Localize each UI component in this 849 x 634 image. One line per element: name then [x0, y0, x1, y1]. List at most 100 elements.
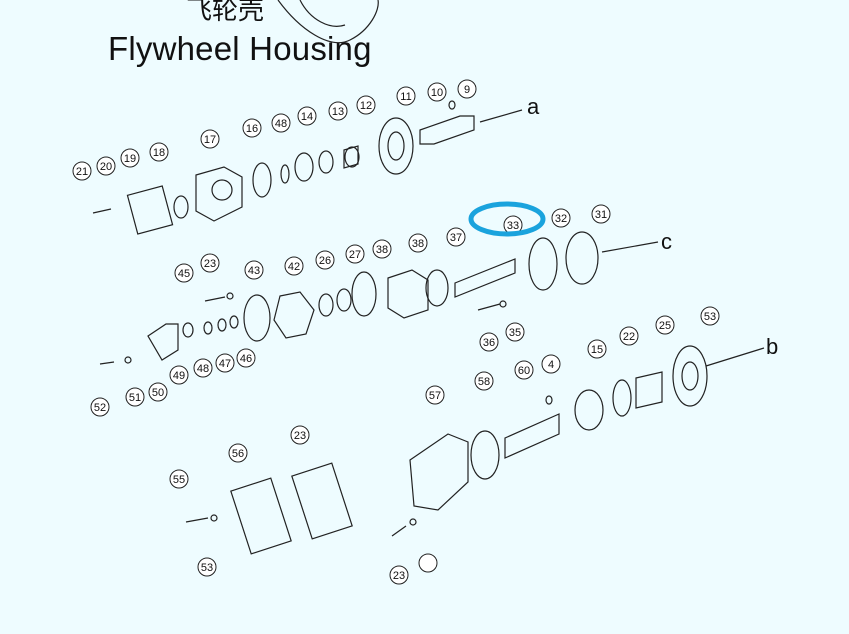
callout-58: 58 — [474, 371, 494, 391]
callout-33: 33 — [503, 215, 523, 235]
callout-15: 22 — [619, 326, 639, 346]
svg-text:42: 42 — [288, 261, 300, 273]
leader-c — [601, 241, 659, 253]
callout-14: 14 — [297, 106, 317, 126]
svg-text:32: 32 — [555, 213, 567, 225]
svg-text:56: 56 — [232, 448, 244, 460]
callout-16: 16 — [242, 118, 262, 138]
svg-text:57: 57 — [429, 390, 441, 402]
callout-60: 4 — [541, 354, 561, 374]
leader-a — [479, 109, 523, 123]
svg-text:26: 26 — [319, 255, 331, 267]
svg-text:53: 53 — [201, 562, 213, 574]
callout-31: 31 — [591, 204, 611, 224]
callout-20: 20 — [96, 156, 116, 176]
highlight-ring — [468, 201, 546, 237]
callout-36: 36 — [479, 332, 499, 352]
callout-19: 19 — [120, 148, 140, 168]
callout-21: 21 — [72, 161, 92, 181]
callout-46: 46 — [236, 348, 256, 368]
svg-text:48: 48 — [197, 363, 209, 375]
callout-25: 53 — [700, 306, 720, 326]
svg-text:16: 16 — [246, 123, 258, 135]
svg-text:46: 46 — [240, 353, 252, 365]
callout-53: 55 — [169, 469, 189, 489]
svg-text:27: 27 — [349, 249, 361, 261]
svg-text:53: 53 — [704, 311, 716, 323]
callout-13: 13 — [328, 101, 348, 121]
callout-55: 56 — [228, 443, 248, 463]
svg-text:23: 23 — [393, 570, 405, 582]
svg-text:50: 50 — [152, 387, 164, 399]
callout-49: 49 — [169, 365, 189, 385]
shaft-label-a: a — [527, 94, 540, 119]
svg-text:60: 60 — [518, 365, 530, 377]
svg-text:37: 37 — [450, 232, 462, 244]
callout-57: 57 — [425, 385, 445, 405]
svg-text:14: 14 — [301, 111, 313, 123]
callout-38: 38 — [372, 239, 392, 259]
svg-text:55: 55 — [173, 474, 185, 486]
callout-23b: 53 — [197, 557, 217, 577]
callout-32: 32 — [551, 208, 571, 228]
svg-text:23: 23 — [294, 430, 306, 442]
callout-23c — [418, 553, 438, 573]
callout-17: 17 — [200, 129, 220, 149]
leader-b — [705, 347, 765, 367]
title-chinese: 飞轮壳 — [186, 0, 265, 26]
svg-text:12: 12 — [360, 100, 372, 112]
callout-35: 35 — [505, 322, 525, 342]
callout-45: 45 — [174, 263, 194, 283]
svg-text:4: 4 — [548, 359, 554, 371]
svg-text:48: 48 — [275, 118, 287, 130]
svg-text:51: 51 — [129, 392, 141, 404]
svg-text:17: 17 — [204, 134, 216, 146]
callout-23: 23 — [200, 253, 220, 273]
svg-text:22: 22 — [623, 331, 635, 343]
parts-row-a — [92, 100, 475, 235]
callout-38b: 38 — [408, 233, 428, 253]
callout-42: 42 — [284, 256, 304, 276]
svg-text:19: 19 — [124, 153, 136, 165]
svg-text:13: 13 — [332, 106, 344, 118]
housing-outline-inner — [299, 0, 346, 27]
callout-22: 25 — [655, 315, 675, 335]
svg-text:9: 9 — [464, 84, 470, 96]
svg-text:15: 15 — [591, 344, 603, 356]
callout-43: 43 — [244, 260, 264, 280]
svg-text:47: 47 — [219, 358, 231, 370]
callout-50: 50 — [148, 382, 168, 402]
callout-47: 47 — [215, 353, 235, 373]
svg-text:11: 11 — [400, 91, 411, 103]
svg-text:33: 33 — [507, 220, 519, 232]
svg-text:38: 38 — [376, 244, 388, 256]
svg-text:45: 45 — [178, 268, 190, 280]
callout-18: 18 — [149, 142, 169, 162]
callout-48b: 48 — [193, 358, 213, 378]
svg-text:36: 36 — [483, 337, 495, 349]
callout-53b: 23 — [389, 565, 409, 585]
svg-text:43: 43 — [248, 265, 260, 277]
svg-text:31: 31 — [595, 209, 607, 221]
callout-58b: 60 — [514, 360, 534, 380]
svg-text:49: 49 — [173, 370, 185, 382]
svg-text:20: 20 — [100, 161, 112, 173]
callout-9: 9 — [457, 79, 477, 99]
parts-row-c — [147, 231, 599, 361]
callout-51: 51 — [125, 387, 145, 407]
shaft-label-b: b — [766, 334, 778, 359]
callout-52: 52 — [90, 397, 110, 417]
callout-56: 23 — [290, 425, 310, 445]
svg-text:52: 52 — [94, 402, 106, 414]
callout-26: 26 — [315, 250, 335, 270]
svg-text:18: 18 — [153, 147, 165, 159]
svg-text:23: 23 — [204, 258, 216, 270]
callout-11: 11 — [396, 86, 416, 106]
callout-48: 48 — [271, 113, 291, 133]
callout-27: 27 — [345, 244, 365, 264]
housing-outline — [277, 0, 379, 44]
svg-text:38: 38 — [412, 238, 424, 250]
parts-row-b — [99, 345, 708, 555]
svg-text:58: 58 — [478, 376, 490, 388]
